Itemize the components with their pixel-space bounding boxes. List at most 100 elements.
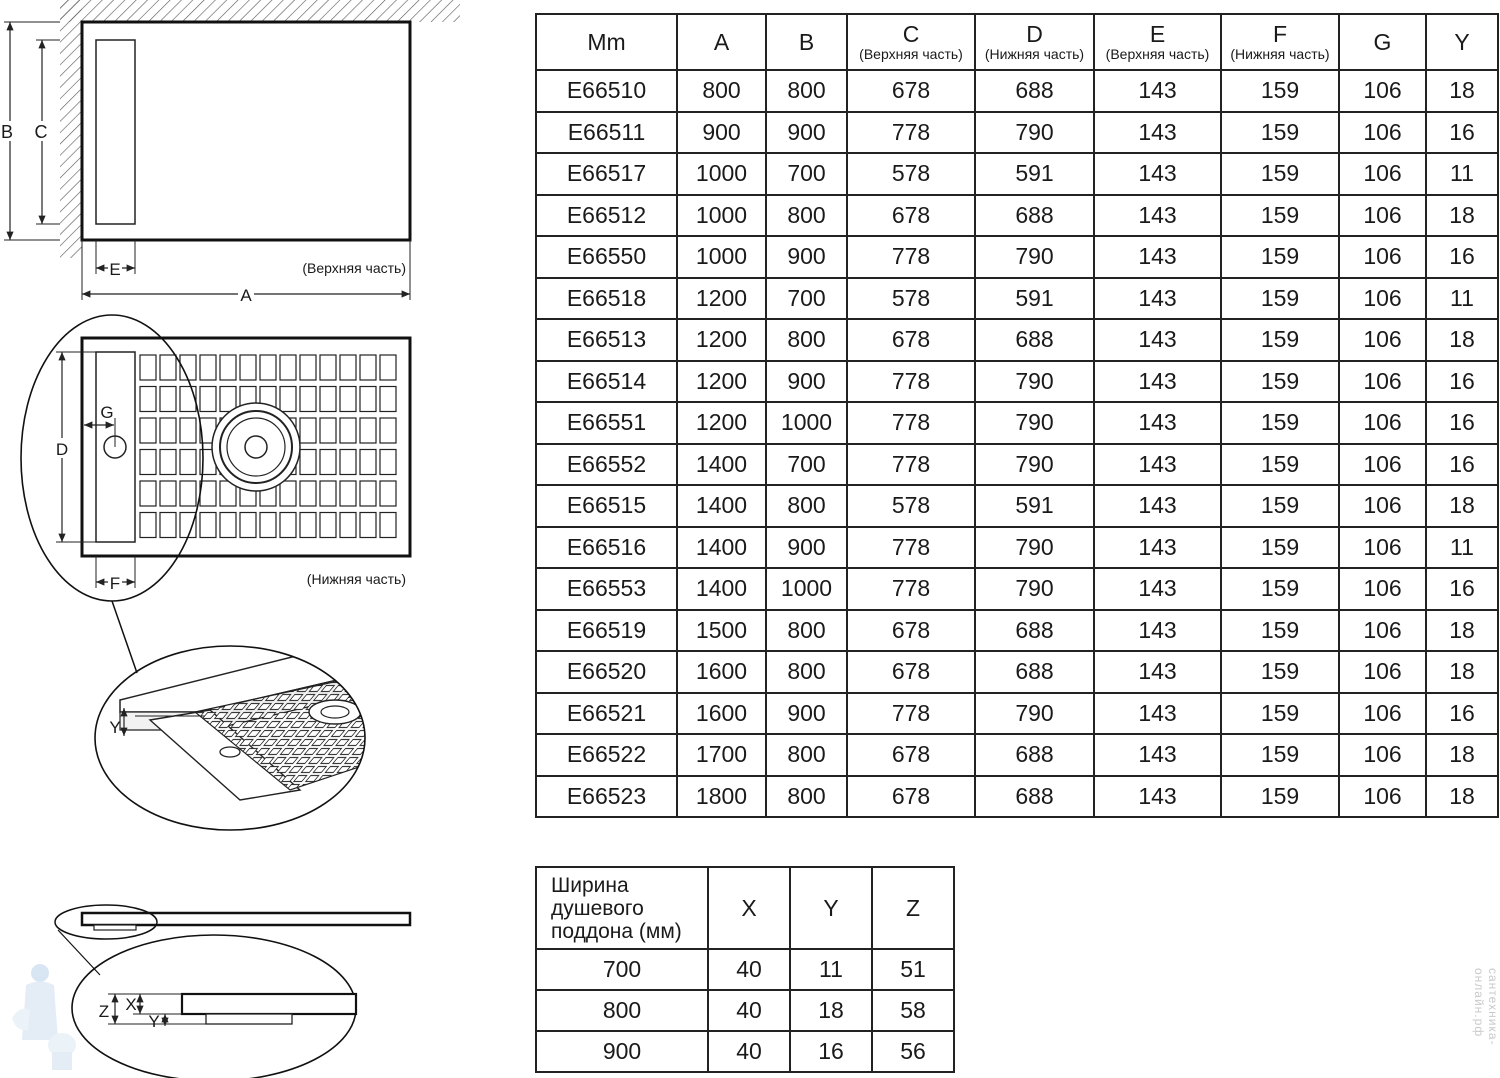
table-cell: 1200: [676, 401, 767, 445]
table-cell: 700: [765, 276, 848, 320]
table-cell: E66512: [535, 193, 678, 237]
table-cell: 106: [1338, 733, 1427, 777]
table-cell: 143: [1093, 650, 1222, 694]
table-cell: 143: [1093, 774, 1222, 818]
table-cell: 688: [974, 774, 1095, 818]
table-cell: 900: [765, 691, 848, 735]
wall-hatch-top: [60, 0, 460, 22]
table-cell: 800: [676, 69, 767, 113]
table-cell: 18: [1425, 608, 1499, 652]
dim-label-x: X: [125, 995, 136, 1014]
table-cell: 800: [765, 193, 848, 237]
table-cell: 700: [765, 152, 848, 196]
table-cell: 900: [765, 359, 848, 403]
header-x: X: [707, 866, 791, 950]
table-cell: 778: [846, 691, 976, 735]
table-cell: 800: [765, 318, 848, 362]
table-cell: 18: [1425, 318, 1499, 362]
header-e: E(Верхняя часть): [1093, 13, 1222, 71]
table-cell: 678: [846, 608, 976, 652]
table-cell: 18: [1425, 774, 1499, 818]
bottom-view-drawing: G D F (Нижняя часть): [20, 314, 412, 674]
table-cell: 159: [1220, 276, 1340, 320]
table-cell: 688: [974, 318, 1095, 362]
table-cell: E66518: [535, 276, 678, 320]
table-cell: 159: [1220, 193, 1340, 237]
table-cell: 778: [846, 567, 976, 611]
table-cell: 790: [974, 401, 1095, 445]
table-cell: E66514: [535, 359, 678, 403]
table-cell: 106: [1338, 608, 1427, 652]
table-cell: 900: [535, 1030, 709, 1073]
table-cell: 159: [1220, 774, 1340, 818]
table-cell: 159: [1220, 650, 1340, 694]
table-cell: 18: [1425, 69, 1499, 113]
table-cell: 1000: [676, 152, 767, 196]
detail-ellipse-perspective: [94, 645, 366, 831]
table-cell: 143: [1093, 152, 1222, 196]
table-cell: 143: [1093, 608, 1222, 652]
dim-label-f: F: [110, 574, 120, 593]
table-cell: 1000: [676, 235, 767, 279]
table-cell: 578: [846, 484, 976, 528]
table-cell: 1000: [765, 567, 848, 611]
table-cell: 143: [1093, 401, 1222, 445]
table-cell: 700: [535, 948, 709, 991]
plumber-mascot-logo: [12, 964, 76, 1070]
header-y: Y: [789, 866, 873, 950]
table-cell: 16: [1425, 567, 1499, 611]
table-cell: 1000: [676, 193, 767, 237]
table-cell: 106: [1338, 525, 1427, 569]
table-cell: 591: [974, 276, 1095, 320]
table-cell: 159: [1220, 691, 1340, 735]
table-cell: 106: [1338, 235, 1427, 279]
technical-drawings: B C E (Верхняя часть) A G: [0, 0, 460, 1078]
header-tray-width: Ширина душевого поддона (мм): [535, 866, 709, 950]
table-cell: E66553: [535, 567, 678, 611]
table-cell: 159: [1220, 442, 1340, 486]
table-cell: E66517: [535, 152, 678, 196]
dim-label-e: E: [109, 260, 120, 279]
table-cell: 578: [846, 152, 976, 196]
table-cell: 11: [789, 948, 873, 991]
table-cell: 143: [1093, 276, 1222, 320]
table-cell: 11: [1425, 525, 1499, 569]
table-cell: E66510: [535, 69, 678, 113]
table-cell: 778: [846, 525, 976, 569]
table-cell: 900: [765, 525, 848, 569]
table-cell: 106: [1338, 359, 1427, 403]
table-cell: 790: [974, 691, 1095, 735]
table-cell: 106: [1338, 193, 1427, 237]
dim-label-y-profile: Y: [148, 1012, 159, 1031]
table-cell: 900: [765, 235, 848, 279]
tray-profile: [80, 911, 412, 927]
table-cell: 143: [1093, 567, 1222, 611]
table-cell: 159: [1220, 152, 1340, 196]
table-cell: 18: [1425, 484, 1499, 528]
table-cell: 106: [1338, 691, 1427, 735]
table-cell: 688: [974, 69, 1095, 113]
dim-label-c: C: [35, 122, 48, 142]
table-cell: 159: [1220, 484, 1340, 528]
dim-label-g: G: [100, 403, 113, 422]
table-cell: 143: [1093, 359, 1222, 403]
header-a: A: [676, 13, 767, 71]
drain-channel-top: [95, 39, 136, 225]
table-cell: 1500: [676, 608, 767, 652]
table-cell: 143: [1093, 733, 1222, 777]
table-cell: 900: [676, 110, 767, 154]
table-cell: 143: [1093, 691, 1222, 735]
table-cell: 700: [765, 442, 848, 486]
table-cell: E66521: [535, 691, 678, 735]
table-cell: 18: [1425, 733, 1499, 777]
table-cell: 159: [1220, 235, 1340, 279]
table-cell: 688: [974, 650, 1095, 694]
